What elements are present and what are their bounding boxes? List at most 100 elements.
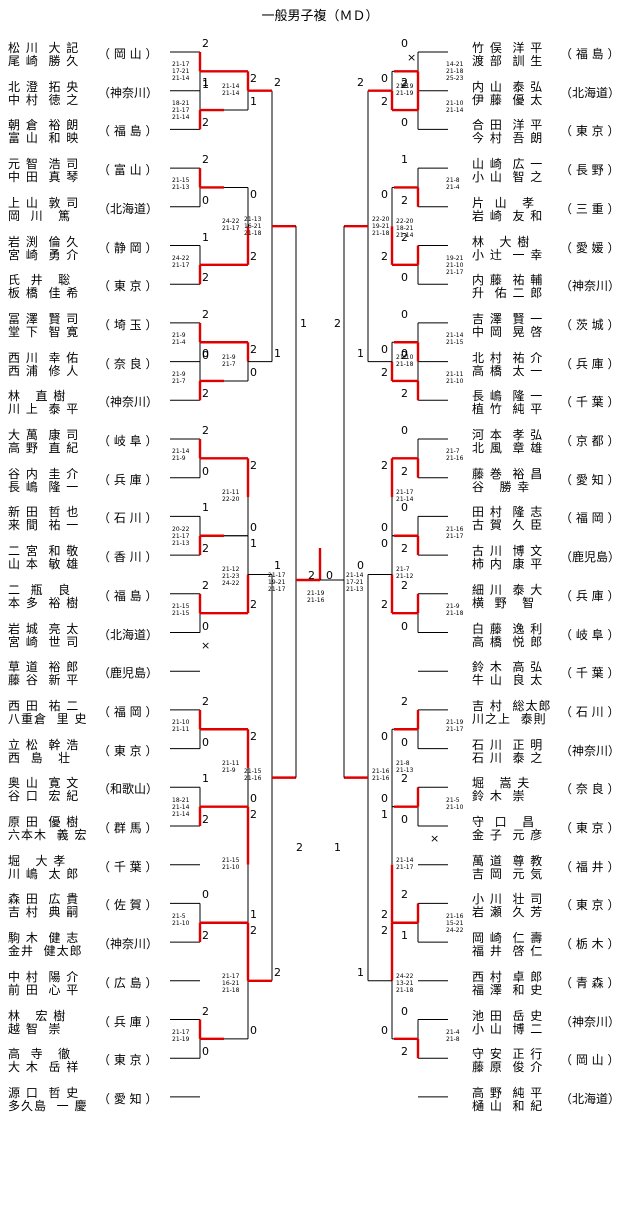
game-score-left: 21-14 21-14 xyxy=(222,82,240,97)
prefecture-left: （北海道） xyxy=(98,627,159,642)
set-count-left: 2 xyxy=(202,153,209,167)
set-count-left: 2 xyxy=(202,929,209,943)
player-name-right: 河 本 孝 弘 xyxy=(472,428,544,442)
set-count-left: 1 xyxy=(250,95,257,109)
set-count-right: 2 xyxy=(401,387,408,401)
set-count-right: 1 xyxy=(381,807,388,821)
player-name-right: 吉 澤 賢 一 xyxy=(472,311,544,326)
prefecture-right: （神奈川） xyxy=(560,1014,621,1029)
set-count-left: 1 xyxy=(202,501,209,515)
game-score-left: 21-17 17-21 21-14 xyxy=(172,61,190,83)
set-count-semi-left: 1 xyxy=(300,317,307,330)
set-count-left: 0 xyxy=(202,193,209,207)
player-name-right: 谷 勝 幸 xyxy=(472,479,531,494)
set-count-left: 1 xyxy=(250,536,257,550)
set-count-left: 0 xyxy=(202,346,209,360)
bye-mark-right: × xyxy=(430,832,440,845)
game-score-left: 21-14 21-9 xyxy=(172,448,190,463)
set-count-left: 2 xyxy=(250,72,257,86)
set-count-left: 0 xyxy=(202,464,209,478)
set-count-right: 2 xyxy=(357,75,364,89)
set-count-right: 2 xyxy=(381,249,388,263)
prefecture-right: （ 東 京 ） xyxy=(560,124,620,139)
player-name-left: 堀 大 孝 xyxy=(8,853,67,868)
game-score-left: 21-15 21-10 xyxy=(222,856,240,871)
player-name-left: 二 瓶 良 xyxy=(8,582,72,597)
prefecture-left: （ 富 山 ） xyxy=(98,163,158,178)
set-count-right: 0 xyxy=(401,501,408,515)
set-count-right: 0 xyxy=(401,424,408,437)
prefecture-left: （神奈川） xyxy=(98,937,159,952)
set-count-left: 0 xyxy=(250,791,257,805)
game-score-left: 18-21 21-17 21-14 xyxy=(172,100,190,122)
game-score-right: 21-19 21-19 xyxy=(396,82,414,97)
player-name-left: 六本木 義 宏 xyxy=(8,828,88,842)
player-name-right: 川之上 泰則 xyxy=(472,711,547,726)
prefecture-right: （ 愛 知 ） xyxy=(560,472,620,487)
game-score-left: 24-22 21-17 xyxy=(172,254,190,269)
game-score-semi-left: 21-17 19-21 21-17 xyxy=(268,572,286,593)
player-name-left: 来 間 祐 一 xyxy=(8,518,80,533)
player-name-right: 岩 崎 友 和 xyxy=(472,208,544,223)
game-score-right: 21-14 21-15 xyxy=(446,332,464,347)
bye-mark-left: × xyxy=(201,639,211,652)
player-name-right: 高 橋 太 一 xyxy=(472,363,544,378)
prefecture-left: （ 岐 阜 ） xyxy=(98,434,158,448)
player-name-left: 西 浦 修 人 xyxy=(8,363,80,378)
player-name-left: 前 田 心 平 xyxy=(8,982,80,997)
set-count-right: 2 xyxy=(401,888,408,902)
player-name-right: 小 山 智 之 xyxy=(472,170,544,185)
prefecture-left: （ 奈 良 ） xyxy=(98,356,158,371)
player-name-left: 松 川 大 記 xyxy=(8,41,80,55)
game-score-left: 21-9 21-7 xyxy=(222,353,236,368)
player-name-right: 福 井 啓 仁 xyxy=(472,944,544,959)
prefecture-right: （ 福 岡 ） xyxy=(560,511,620,526)
set-count-right: 0 xyxy=(401,1004,408,1018)
set-count-left: 2 xyxy=(202,813,209,826)
set-count-right: 2 xyxy=(401,772,408,786)
player-name-right: 植 竹 純 平 xyxy=(472,402,544,417)
game-score-right: 21-16 21-16 xyxy=(372,767,390,782)
game-score-right: 21-14 21-17 xyxy=(396,856,414,871)
prefecture-right: （ 福 井 ） xyxy=(560,859,620,874)
player-name-left: 奥 山 寛 文 xyxy=(8,776,80,791)
player-name-right: 林 大 樹 xyxy=(472,234,531,249)
player-name-right: 吉 岡 元 気 xyxy=(472,866,544,881)
game-score-right: 22-20 19-21 21-18 xyxy=(372,216,390,238)
set-count-left: 1 xyxy=(274,346,281,360)
player-name-left: 堂 下 智 寛 xyxy=(8,324,80,339)
player-name-right: 西 村 卓 郎 xyxy=(472,969,544,984)
game-score-right: 21-7 21-12 xyxy=(396,566,414,581)
set-count-left: 1 xyxy=(202,772,209,786)
set-count-right: 2 xyxy=(381,459,388,473)
player-name-left: 二 宮 和 敬 xyxy=(8,544,80,559)
set-count-left: 1 xyxy=(274,559,281,573)
player-name-left: 金井 健太郎 xyxy=(8,944,83,959)
set-count-left: 2 xyxy=(202,37,209,50)
set-count-left: 2 xyxy=(250,807,257,821)
set-count-left: 2 xyxy=(250,343,257,357)
set-count-left: 2 xyxy=(202,542,209,556)
player-name-right: 山 崎 広 一 xyxy=(472,157,544,172)
player-name-left: 川 上 泰 平 xyxy=(8,402,80,417)
player-name-left: 宮 崎 世 司 xyxy=(8,634,80,649)
set-count-right: 2 xyxy=(401,193,408,207)
set-count-left: 2 xyxy=(202,694,209,708)
set-count-left: 2 xyxy=(202,307,209,321)
prefecture-right: （ 兵 庫 ） xyxy=(560,588,620,603)
game-score-left: 21-5 21-10 xyxy=(172,912,190,927)
prefecture-right: （ 石 川 ） xyxy=(560,704,620,719)
player-name-right: 牛 山 良 太 xyxy=(472,673,544,688)
player-name-right: 長 嶋 隆 一 xyxy=(472,389,544,404)
set-count-right: 1 xyxy=(357,965,364,979)
prefecture-right: （ 千 葉 ） xyxy=(560,395,620,410)
game-score-right: 21-11 21-10 xyxy=(446,370,464,385)
prefecture-left: （ 群 馬 ） xyxy=(98,821,158,835)
player-name-right: 吉 村 総太郎 xyxy=(472,698,552,713)
player-name-right: 北 村 祐 介 xyxy=(472,350,544,365)
set-count-right: 0 xyxy=(401,307,408,321)
player-name-right: 今 村 吾 朗 xyxy=(472,131,544,146)
player-name-right: 石 川 正 明 xyxy=(472,737,544,752)
set-count-right: 0 xyxy=(381,72,388,86)
set-count-left: 2 xyxy=(274,965,281,979)
